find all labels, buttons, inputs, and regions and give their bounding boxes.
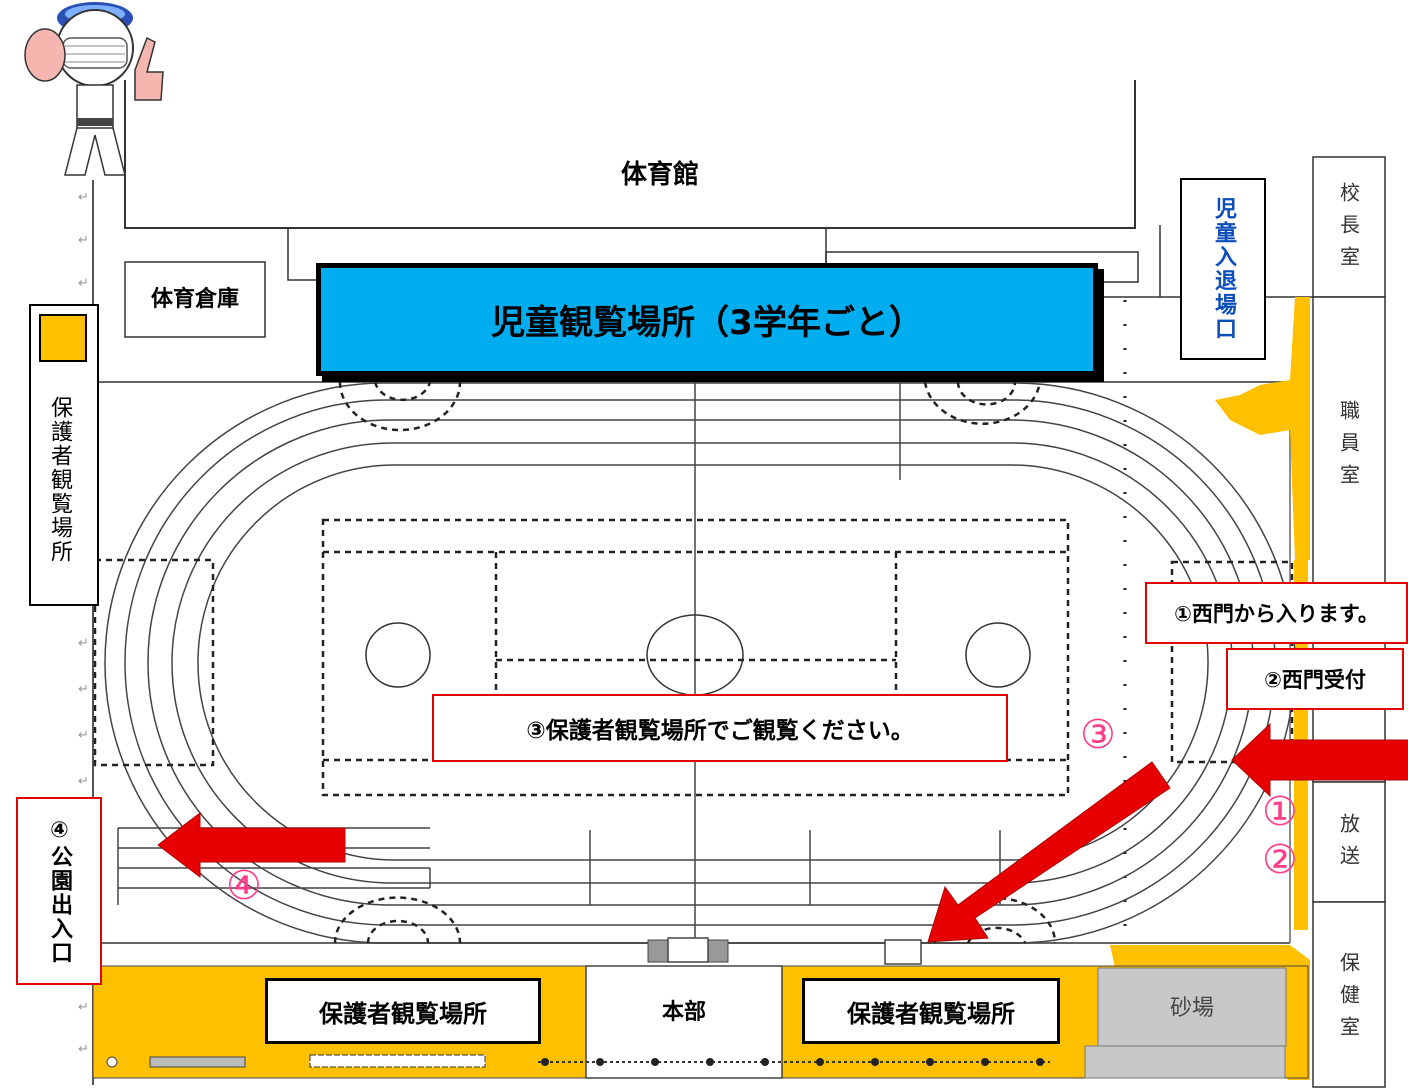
guardian-area-left-label: 保護者観覧場所	[265, 978, 541, 1044]
marker-4: ④	[226, 863, 262, 909]
storage-label: 体育倉庫	[150, 287, 239, 312]
marker-1: ①	[1262, 789, 1298, 835]
children-entrance-label: 児童入退場口	[1180, 178, 1266, 360]
step2-callout: ②西門受付	[1226, 648, 1404, 710]
step1-callout: ①西門から入ります。	[1145, 582, 1408, 644]
children-viewing-banner: 児童観覧場所（3学年ごと）	[316, 263, 1098, 376]
guardian-area-right-label: 保護者観覧場所	[802, 978, 1060, 1044]
marker-2: ②	[1262, 837, 1298, 883]
sandpit-label: 砂場	[1169, 996, 1214, 1021]
guardian-legend: 保護者観覧場所	[29, 304, 99, 606]
guardian-legend-label: 保護者観覧場所	[47, 395, 72, 564]
guardian-legend-swatch	[39, 314, 87, 362]
arrow-left-icon	[157, 811, 346, 879]
park-exit-label: ④公園出入口	[16, 797, 102, 985]
step3-callout: ③保護者観覧場所でご観覧ください。	[432, 694, 1008, 762]
health-room-label: 保健室	[1336, 952, 1361, 1048]
gymnasium-label: 体育館	[620, 159, 699, 190]
broadcast-room-label: 放送	[1336, 813, 1361, 877]
principal-room-label: 校長室	[1336, 181, 1361, 278]
headquarters-label: 本部	[661, 1000, 706, 1025]
staff-room-label: 職員室	[1336, 399, 1361, 496]
marker-3: ③	[1080, 712, 1116, 758]
arrow-right-icon	[1231, 722, 1408, 798]
arrow-diagonal-icon	[927, 761, 1171, 943]
mascot-icon	[24, 2, 164, 176]
